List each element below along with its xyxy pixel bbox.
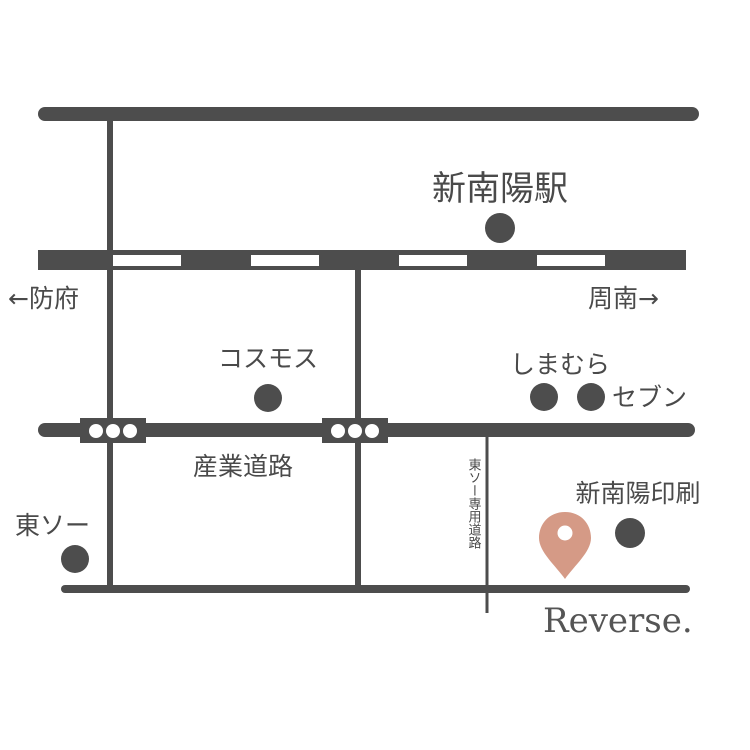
to-shunan-label: 周南→ <box>588 284 659 313</box>
location-pin-icon <box>539 512 591 579</box>
tosoh-marker-icon <box>61 545 89 573</box>
station-marker-icon <box>485 213 515 243</box>
shimamura-label: しまむら <box>510 350 610 379</box>
cosmos-label: コスモス <box>218 344 318 373</box>
printing-label: 新南陽印刷 <box>575 479 700 508</box>
cosmos-marker-icon <box>254 384 282 412</box>
printing-marker-icon <box>615 518 645 548</box>
traffic-signal-icon <box>80 418 146 443</box>
tosoh-label: 東ソー <box>15 511 90 540</box>
shimamura-marker-icon <box>530 383 558 411</box>
traffic-signal-icon <box>322 418 388 443</box>
to-hofu-label: ←防府 <box>8 284 79 313</box>
tosoh-private-road-label: 東ソー専用道路 <box>466 457 482 549</box>
brand-label: Reverse. <box>543 601 693 641</box>
seven-marker-icon <box>577 383 605 411</box>
industrial-road-label: 産業道路 <box>193 452 293 481</box>
railway <box>38 250 686 270</box>
station-label: 新南陽駅 <box>432 169 568 209</box>
seven-label: セブン <box>612 383 687 412</box>
